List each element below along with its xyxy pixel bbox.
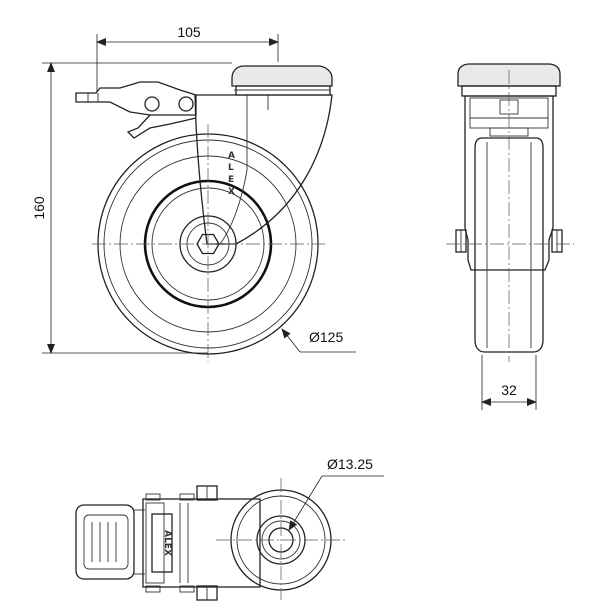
logo-letter-2: L (228, 163, 234, 173)
top-housing (142, 485, 261, 601)
brake-lever (75, 81, 197, 139)
dimension-label-105: 105 (177, 24, 201, 40)
dimension-wheel-width: 32 (481, 355, 537, 410)
dimension-wheel-diameter: Ø125 (281, 328, 356, 353)
dimension-height-left: 160 (31, 62, 232, 354)
dimension-label-160: 160 (31, 196, 47, 220)
logo-letter-4: X (228, 187, 235, 197)
fork-housing (194, 94, 333, 245)
front-view: A L E X (75, 65, 333, 362)
side-view (446, 63, 574, 362)
top-view: ALEX (75, 478, 345, 601)
mounting-cap (231, 65, 333, 96)
top-logo: ALEX (162, 530, 172, 556)
brake-pedal (75, 504, 145, 580)
logo-letter-3: E (228, 175, 234, 185)
dimension-label-13-25: Ø13.25 (327, 456, 373, 472)
dimension-label-32: 32 (501, 382, 517, 398)
dimension-label-125: Ø125 (309, 329, 343, 345)
dimension-bore-diameter: Ø13.25 (288, 456, 384, 531)
logo-letter-1: A (228, 151, 235, 161)
fork-logo: A L E X (228, 151, 235, 197)
